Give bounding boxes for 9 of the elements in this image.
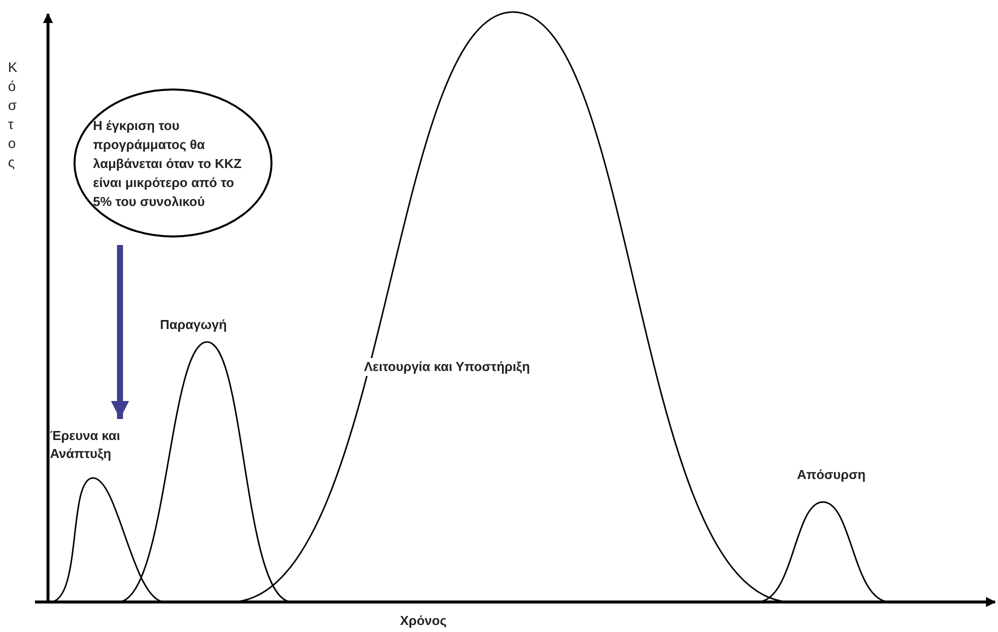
curve-label: Απόσυρση [797, 466, 866, 484]
callout-text: Η έγκριση του προγράμματος θα λαμβάνεται όταν το ΚΚΖ είναι μικρότερο από το 5% του συνολικού [93, 116, 243, 210]
axis-title: Χρόνος [400, 612, 447, 630]
axis-title: Κόστος [8, 58, 17, 172]
callout-ellipse [73, 88, 273, 238]
curve-label: Παραγωγή [160, 316, 227, 334]
arrow [111, 245, 129, 419]
curve-label: Λειτουργία και Υποστήριξη [362, 358, 532, 376]
curve-label: Έρευνα και Ανάπτυξη [50, 427, 150, 463]
